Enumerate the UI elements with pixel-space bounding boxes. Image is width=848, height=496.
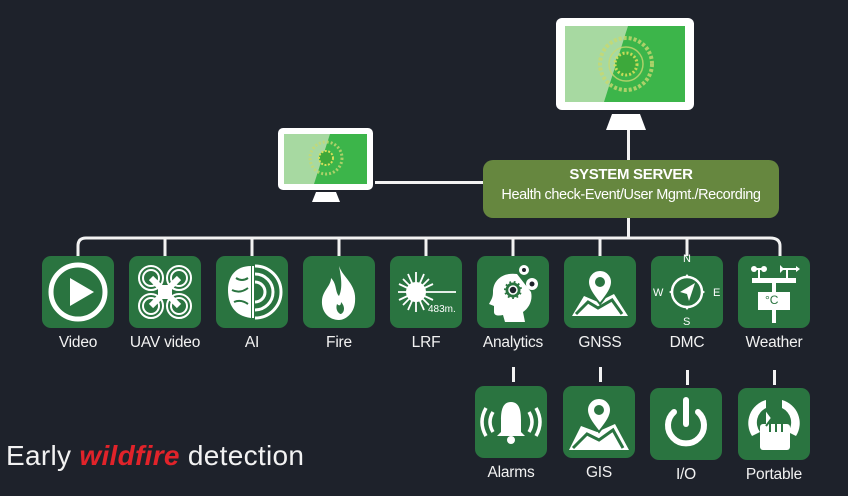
module-video[interactable] <box>42 256 114 328</box>
compass-s: S <box>683 316 691 328</box>
map-pin-icon <box>572 269 628 316</box>
tagline-before: Early <box>6 440 80 471</box>
connector-server-bus <box>627 218 630 237</box>
label-weather: Weather <box>745 334 803 351</box>
head-gears-icon <box>489 265 538 322</box>
module-portable[interactable] <box>738 388 810 460</box>
module-fire[interactable] <box>303 256 375 328</box>
label-analytics: Analytics <box>482 334 544 351</box>
connector-alarms <box>512 367 515 382</box>
connector-portable <box>773 370 776 385</box>
connector-main-monitor <box>627 130 630 160</box>
system-server-box: SYSTEM SERVER Health check-Event/User Mg… <box>483 160 779 218</box>
compass-n: N <box>683 253 691 265</box>
portable-hand-icon <box>748 400 800 450</box>
compass-icon <box>669 274 705 310</box>
alarm-bell-icon <box>480 402 542 444</box>
compass-e: E <box>713 287 721 299</box>
label-alarms: Alarms <box>487 464 535 481</box>
module-io[interactable] <box>650 388 722 460</box>
label-fire: Fire <box>326 334 352 351</box>
module-alarms[interactable] <box>475 386 547 458</box>
client-monitor <box>278 128 374 202</box>
weather-unit: °C <box>765 293 779 307</box>
module-weather[interactable]: °C <box>738 256 810 328</box>
label-lrf: LRF <box>411 334 441 351</box>
module-gis[interactable] <box>563 386 635 458</box>
compass-w: W <box>653 287 664 299</box>
label-video: Video <box>58 334 98 351</box>
label-portable: Portable <box>745 466 803 483</box>
server-subtitle: Health check-Event/User Mgmt./Recording <box>501 187 761 203</box>
lrf-reading: 483m. <box>428 304 456 315</box>
tagline-highlight: wildfire <box>79 440 180 471</box>
label-io: I/O <box>675 466 697 483</box>
gis-map-icon <box>569 397 629 450</box>
bus-connector <box>76 236 782 258</box>
laser-rangefinder-icon <box>398 272 456 312</box>
label-dmc: DMC <box>669 334 705 351</box>
play-icon <box>48 262 108 322</box>
label-ai: AI <box>244 334 260 351</box>
connector-gis <box>599 367 602 382</box>
server-title: SYSTEM SERVER <box>569 166 693 183</box>
weather-station-icon <box>751 265 800 323</box>
tagline: Early wildfire detection <box>6 440 304 472</box>
label-gis: GIS <box>585 464 613 481</box>
main-monitor <box>556 18 696 130</box>
module-uav-video[interactable] <box>129 256 201 328</box>
label-uav-video: UAV video <box>129 334 201 351</box>
module-ai[interactable] <box>216 256 288 328</box>
drone-icon <box>138 265 192 319</box>
module-lrf[interactable]: 483m. <box>390 256 462 328</box>
flame-icon <box>321 266 356 320</box>
label-gnss: GNSS <box>578 334 622 351</box>
connector-client-monitor <box>375 181 483 184</box>
connector-io <box>686 370 689 385</box>
module-gnss[interactable] <box>564 256 636 328</box>
module-dmc[interactable]: N E S W <box>651 253 723 328</box>
tagline-after: detection <box>179 440 305 471</box>
module-analytics[interactable] <box>477 256 549 328</box>
power-icon <box>665 397 707 447</box>
brain-icon <box>228 264 283 320</box>
